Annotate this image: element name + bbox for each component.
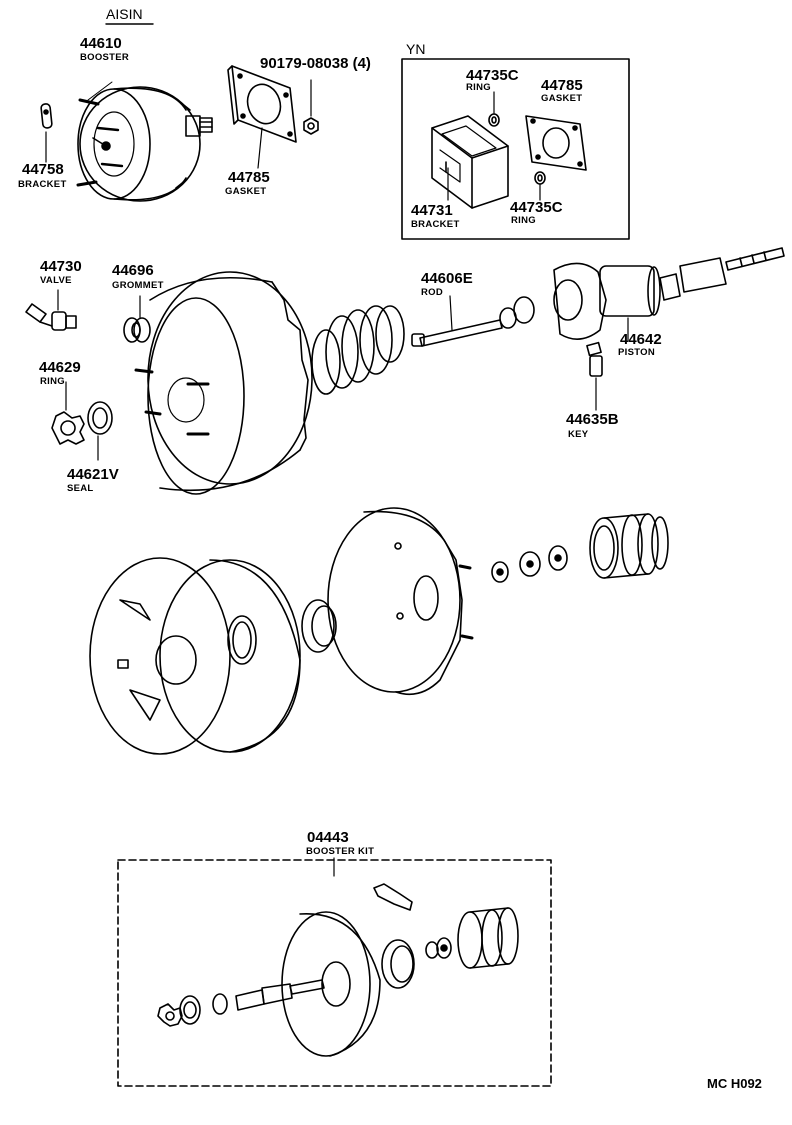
piston-part (554, 248, 784, 340)
booster-part (78, 87, 212, 201)
seal-ring-part (302, 600, 336, 652)
yn-ring-bottom-part (535, 172, 545, 200)
brand-label: AISIN (106, 6, 143, 22)
yn-gasket-number: 44785 (541, 77, 583, 94)
yn-gasket-name: GASKET (541, 93, 583, 104)
yn-bracket-number: 44731 (411, 202, 453, 219)
rear-shell-part (90, 558, 300, 754)
booster-number: 44610 (80, 35, 122, 52)
grommet-part (124, 296, 150, 342)
yn-ring-bottom-name: RING (511, 215, 536, 226)
rod-name: ROD (421, 287, 444, 298)
bolt-number: 90179-08038 (4) (260, 55, 371, 72)
spring-part (312, 306, 404, 394)
booster-shell-part (136, 272, 312, 494)
yn-ring-top-part (489, 92, 499, 126)
bracket-44758-name: BRACKET (18, 179, 67, 190)
key-name: KEY (568, 429, 589, 440)
ring-part (52, 382, 84, 444)
yn-box (402, 59, 629, 239)
yn-ring-top-name: RING (466, 82, 491, 93)
piston-name: PISTON (618, 347, 655, 358)
seal-name: SEAL (67, 483, 94, 494)
seal-part (88, 402, 112, 460)
ring-number: 44629 (39, 359, 81, 376)
bolt-part (304, 80, 318, 134)
yn-gasket-part (526, 116, 586, 170)
gasket-top-number: 44785 (228, 169, 270, 186)
bracket-44758-number: 44758 (22, 161, 64, 178)
gasket-top-name: GASKET (225, 186, 267, 197)
valve-name: VALVE (40, 275, 72, 286)
valve-number: 44730 (40, 258, 82, 275)
key-number: 44635B (566, 411, 619, 428)
washer-set-part (492, 546, 567, 582)
diagram-code: MC H092 (707, 1076, 762, 1091)
bracket-44758-part (41, 104, 52, 162)
valve-part (26, 290, 76, 330)
yn-label: YN (406, 41, 426, 57)
key-part (587, 343, 602, 410)
rod-part (412, 296, 534, 346)
kit-contents (158, 884, 518, 1056)
bellows-part (590, 514, 668, 578)
booster-name: BOOSTER (80, 52, 130, 63)
front-shell-part (328, 508, 472, 694)
kit-name: BOOSTER KIT (306, 846, 375, 857)
ring-name: RING (40, 376, 65, 387)
piston-number: 44642 (620, 331, 662, 348)
kit-box (118, 860, 551, 1086)
grommet-name: GROMMET (112, 280, 164, 291)
yn-ring-bottom-number: 44735C (510, 199, 563, 216)
kit-number: 04443 (307, 829, 349, 846)
yn-bracket-part (432, 116, 508, 208)
rod-number: 44606E (421, 270, 473, 287)
seal-number: 44621V (67, 466, 119, 483)
yn-bracket-name: BRACKET (411, 219, 460, 230)
yn-ring-top-number: 44735C (466, 67, 519, 84)
gasket-top-part (228, 66, 296, 168)
grommet-number: 44696 (112, 262, 154, 279)
